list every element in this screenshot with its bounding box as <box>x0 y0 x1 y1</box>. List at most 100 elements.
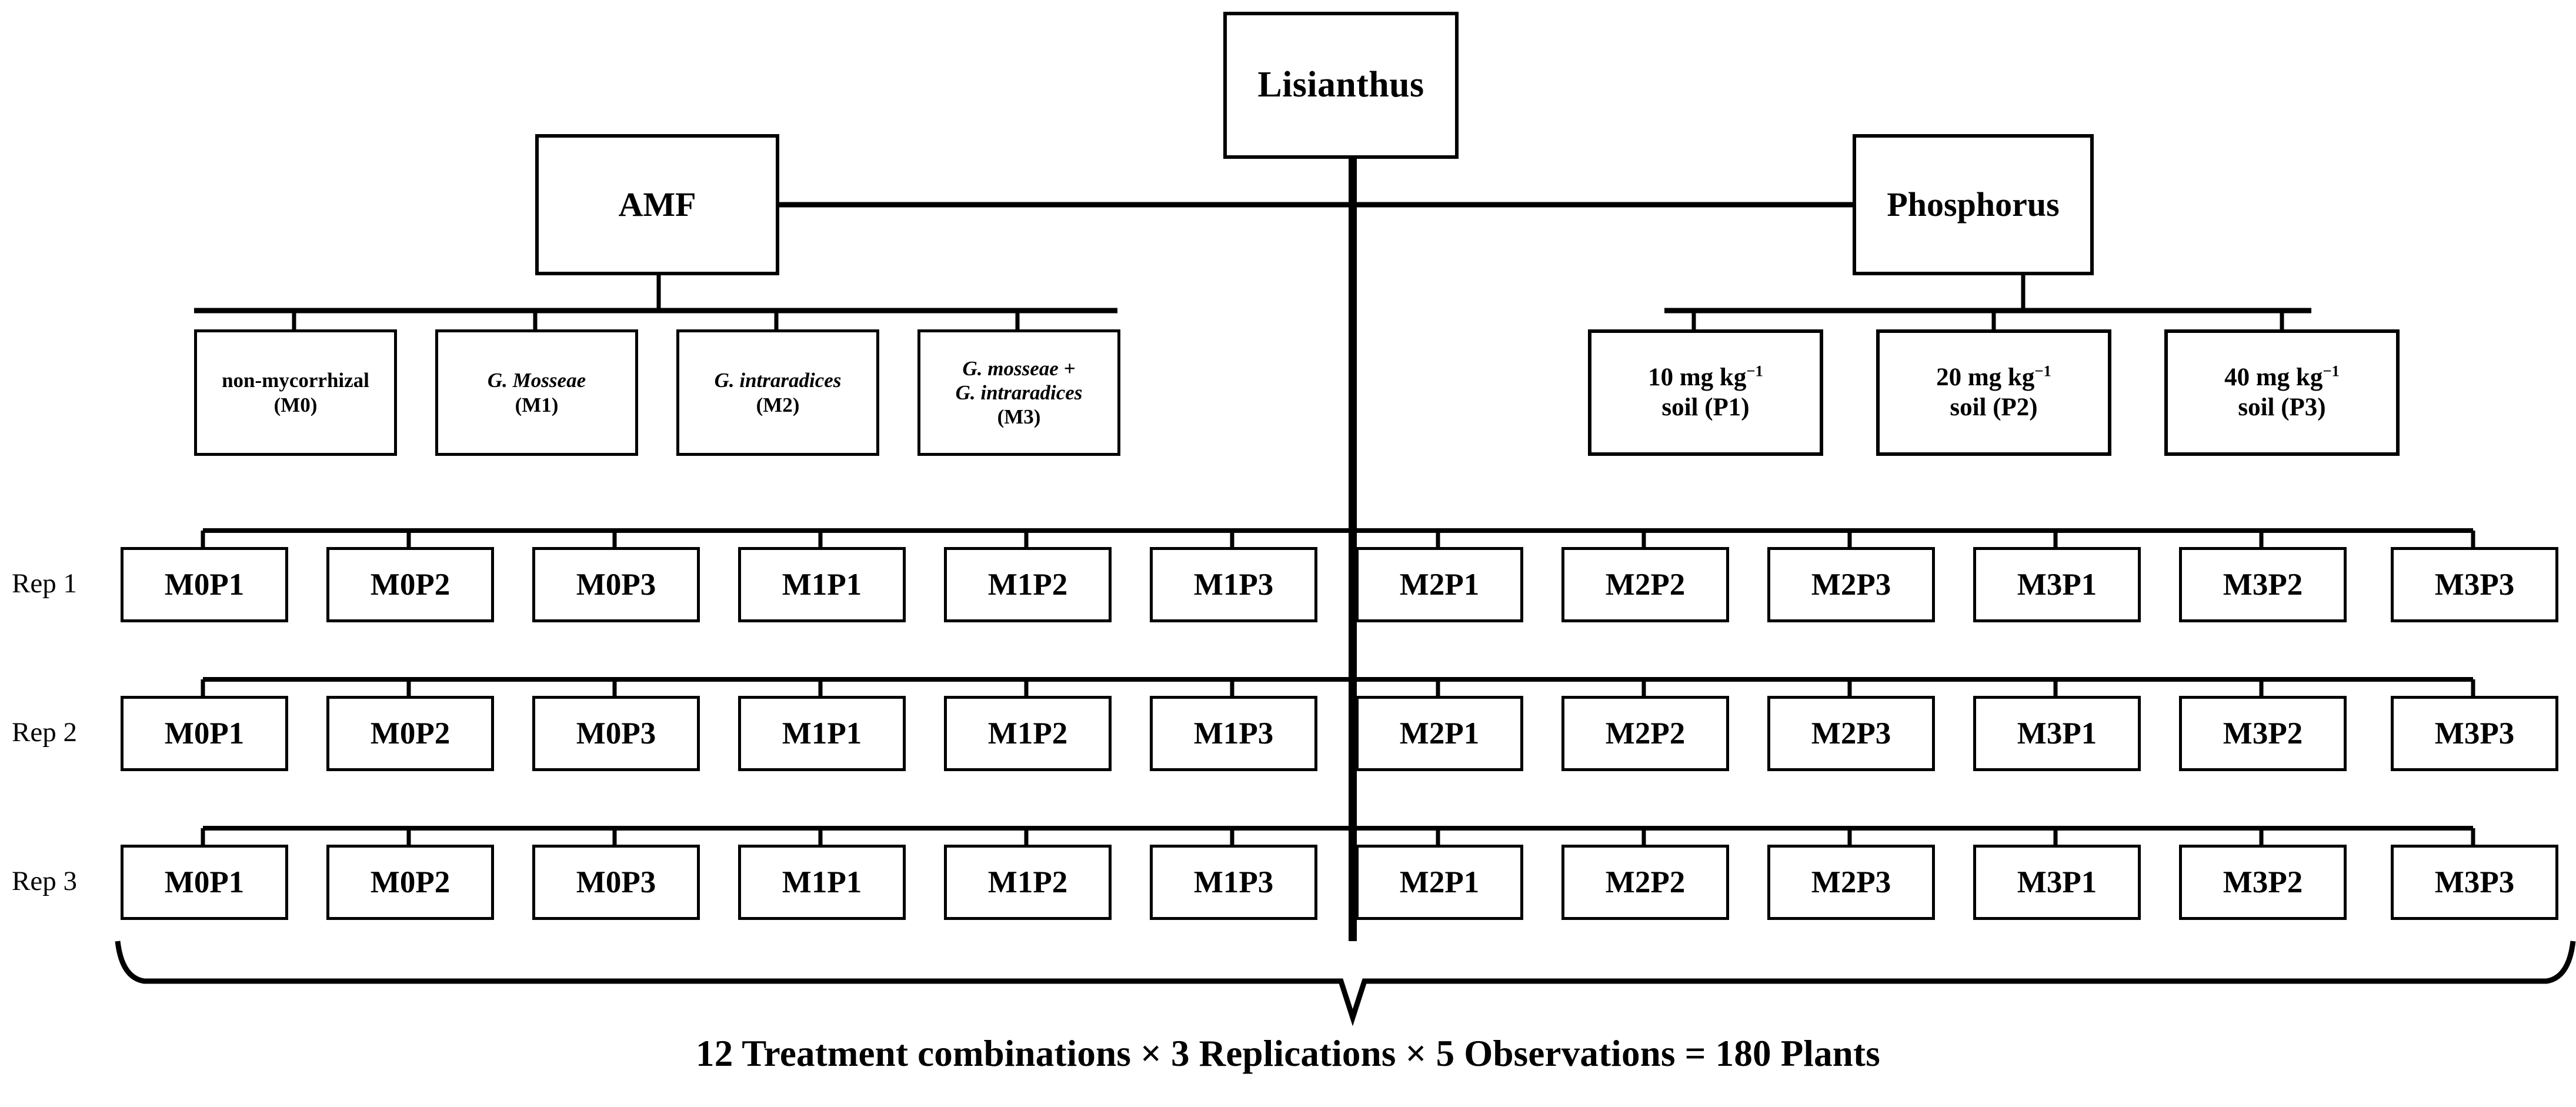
phosphorus-level-box-p1: 10 mg kg−1 soil (P1) <box>1588 329 1823 456</box>
treatment-cell: M0P3 <box>532 696 700 771</box>
treatment-cell: M2P1 <box>1356 547 1523 622</box>
amf-level-text-m1: G. Mosseae (M1) <box>488 368 586 417</box>
phosphorus-level-amount-line-p3: 40 mg kg−1 <box>2224 363 2340 393</box>
amf-level-text-m2: G. intraradices (M2) <box>715 368 842 417</box>
amf-level-text-m3: G. mosseae + G. intraradices (M3) <box>956 356 1083 429</box>
treatment-code: M3P3 <box>2434 865 2515 899</box>
factor-label-phosphorus: Phosphorus <box>1887 185 2060 224</box>
amf-level-box-m1: G. Mosseae (M1) <box>435 329 638 456</box>
treatment-code: M0P1 <box>164 865 245 899</box>
amf-level-name-m0: non-mycorrhizal <box>222 369 369 392</box>
treatment-code: M3P1 <box>2017 865 2097 899</box>
treatment-cell: M0P1 <box>121 547 288 622</box>
treatment-code: M0P3 <box>576 567 656 602</box>
treatment-code: M0P3 <box>576 716 656 751</box>
phosphorus-level-text-p3: 40 mg kg−1 soil (P3) <box>2224 363 2340 422</box>
rep-label-2: Rep 2 <box>12 717 77 748</box>
treatment-cell: M1P1 <box>738 696 906 771</box>
treatment-code: M3P2 <box>2223 716 2303 751</box>
treatment-cell: M2P2 <box>1561 547 1729 622</box>
amf-level-code-m1: (M1) <box>515 393 559 416</box>
treatment-code: M3P2 <box>2223 567 2303 602</box>
treatment-cell: M1P1 <box>738 845 906 920</box>
treatment-cell: M3P1 <box>1973 845 2141 920</box>
amf-level-text-m0: non-mycorrhizal (M0) <box>222 368 369 417</box>
phosphorus-amount-p1: 10 <box>1648 363 1674 391</box>
treatment-code: M3P3 <box>2434 567 2515 602</box>
treatment-cell: M2P3 <box>1767 696 1935 771</box>
treatment-code: M3P3 <box>2434 716 2515 751</box>
treatment-code: M2P3 <box>1811 865 1891 899</box>
phosphorus-amount-p3: 40 <box>2224 363 2250 391</box>
treatment-cell: M0P2 <box>326 845 494 920</box>
treatment-cell: M0P1 <box>121 696 288 771</box>
treatment-code: M1P3 <box>1193 865 1274 899</box>
treatment-code: M1P1 <box>782 716 862 751</box>
treatment-code: M2P1 <box>1399 716 1480 751</box>
treatment-cell: M2P3 <box>1767 845 1935 920</box>
rep-label-1: Rep 1 <box>12 568 77 599</box>
treatment-cell: M3P2 <box>2179 845 2347 920</box>
treatment-cell: M3P3 <box>2391 696 2558 771</box>
crop-title-label: Lisianthus <box>1257 65 1424 105</box>
treatment-code: M1P3 <box>1193 716 1274 751</box>
factor-box-phosphorus: Phosphorus <box>1853 134 2094 275</box>
amf-level-box-m3: G. mosseae + G. intraradices (M3) <box>917 329 1120 456</box>
phosphorus-level-text-p2: 20 mg kg−1 soil (P2) <box>1936 363 2051 422</box>
amf-level-box-m2: G. intraradices (M2) <box>676 329 879 456</box>
treatment-cell: M3P3 <box>2391 845 2558 920</box>
factor-label-amf: AMF <box>618 185 696 224</box>
treatment-cell: M3P2 <box>2179 547 2347 622</box>
treatment-cell: M0P1 <box>121 845 288 920</box>
amf-level-name-m1: G. Mosseae <box>487 369 586 392</box>
treatment-cell: M1P3 <box>1150 845 1317 920</box>
treatment-code: M1P2 <box>987 865 1068 899</box>
amf-level-name2-m3: G. intraradices <box>955 381 1083 404</box>
treatment-cell: M0P3 <box>532 845 700 920</box>
phosphorus-unit-p3: mg kg <box>2255 363 2323 391</box>
treatment-code: M2P2 <box>1605 567 1686 602</box>
treatment-code: M0P3 <box>576 865 656 899</box>
phosphorus-level-box-p2: 20 mg kg−1 soil (P2) <box>1876 329 2111 456</box>
treatment-code: M2P1 <box>1399 865 1480 899</box>
treatment-code: M2P2 <box>1605 865 1686 899</box>
phosphorus-level-amount-line-p2: 20 mg kg−1 <box>1936 363 2051 393</box>
rep-label-3: Rep 3 <box>12 866 77 896</box>
treatment-cell: M0P3 <box>532 547 700 622</box>
phosphorus-soil-p1: soil (P1) <box>1661 393 1750 421</box>
phosphorus-level-box-p3: 40 mg kg−1 soil (P3) <box>2164 329 2400 456</box>
treatment-cell: M3P1 <box>1973 547 2141 622</box>
treatment-cell: M2P1 <box>1356 845 1523 920</box>
phosphorus-soil-p2: soil (P2) <box>1950 393 2038 421</box>
treatment-cell: M1P1 <box>738 547 906 622</box>
amf-level-code-m2: (M2) <box>756 393 800 416</box>
phosphorus-exponent-p2: −1 <box>2034 362 2051 380</box>
treatment-cell: M3P3 <box>2391 547 2558 622</box>
treatment-code: M2P3 <box>1811 567 1891 602</box>
phosphorus-unit-p2: mg kg <box>1967 363 2035 391</box>
treatment-code: M0P1 <box>164 716 245 751</box>
amf-level-code-m0: (M0) <box>273 393 318 416</box>
crop-title-box: Lisianthus <box>1223 12 1459 159</box>
summary-text: 12 Treatment combinations × 3 Replicatio… <box>696 1033 1880 1074</box>
amf-level-name-m3: G. mosseae + <box>962 356 1076 380</box>
treatment-code: M1P3 <box>1193 567 1274 602</box>
treatment-code: M2P3 <box>1811 716 1891 751</box>
amf-level-box-m0: non-mycorrhizal (M0) <box>194 329 397 456</box>
treatment-cell: M1P3 <box>1150 547 1317 622</box>
amf-level-code-m3: (M3) <box>997 405 1041 429</box>
treatment-code: M1P1 <box>782 567 862 602</box>
treatment-code: M0P1 <box>164 567 245 602</box>
treatment-code: M0P2 <box>370 716 451 751</box>
treatment-cell: M1P2 <box>944 696 1112 771</box>
phosphorus-amount-p2: 20 <box>1936 363 1962 391</box>
phosphorus-soil-p3: soil (P3) <box>2238 393 2326 421</box>
treatment-code: M1P1 <box>782 865 862 899</box>
phosphorus-level-amount-line-p1: 10 mg kg−1 <box>1648 363 1763 393</box>
factor-box-amf: AMF <box>535 134 779 275</box>
phosphorus-unit-p1: mg kg <box>1679 363 1747 391</box>
treatment-code: M1P2 <box>987 567 1068 602</box>
treatment-cell: M1P2 <box>944 547 1112 622</box>
treatment-cell: M3P1 <box>1973 696 2141 771</box>
